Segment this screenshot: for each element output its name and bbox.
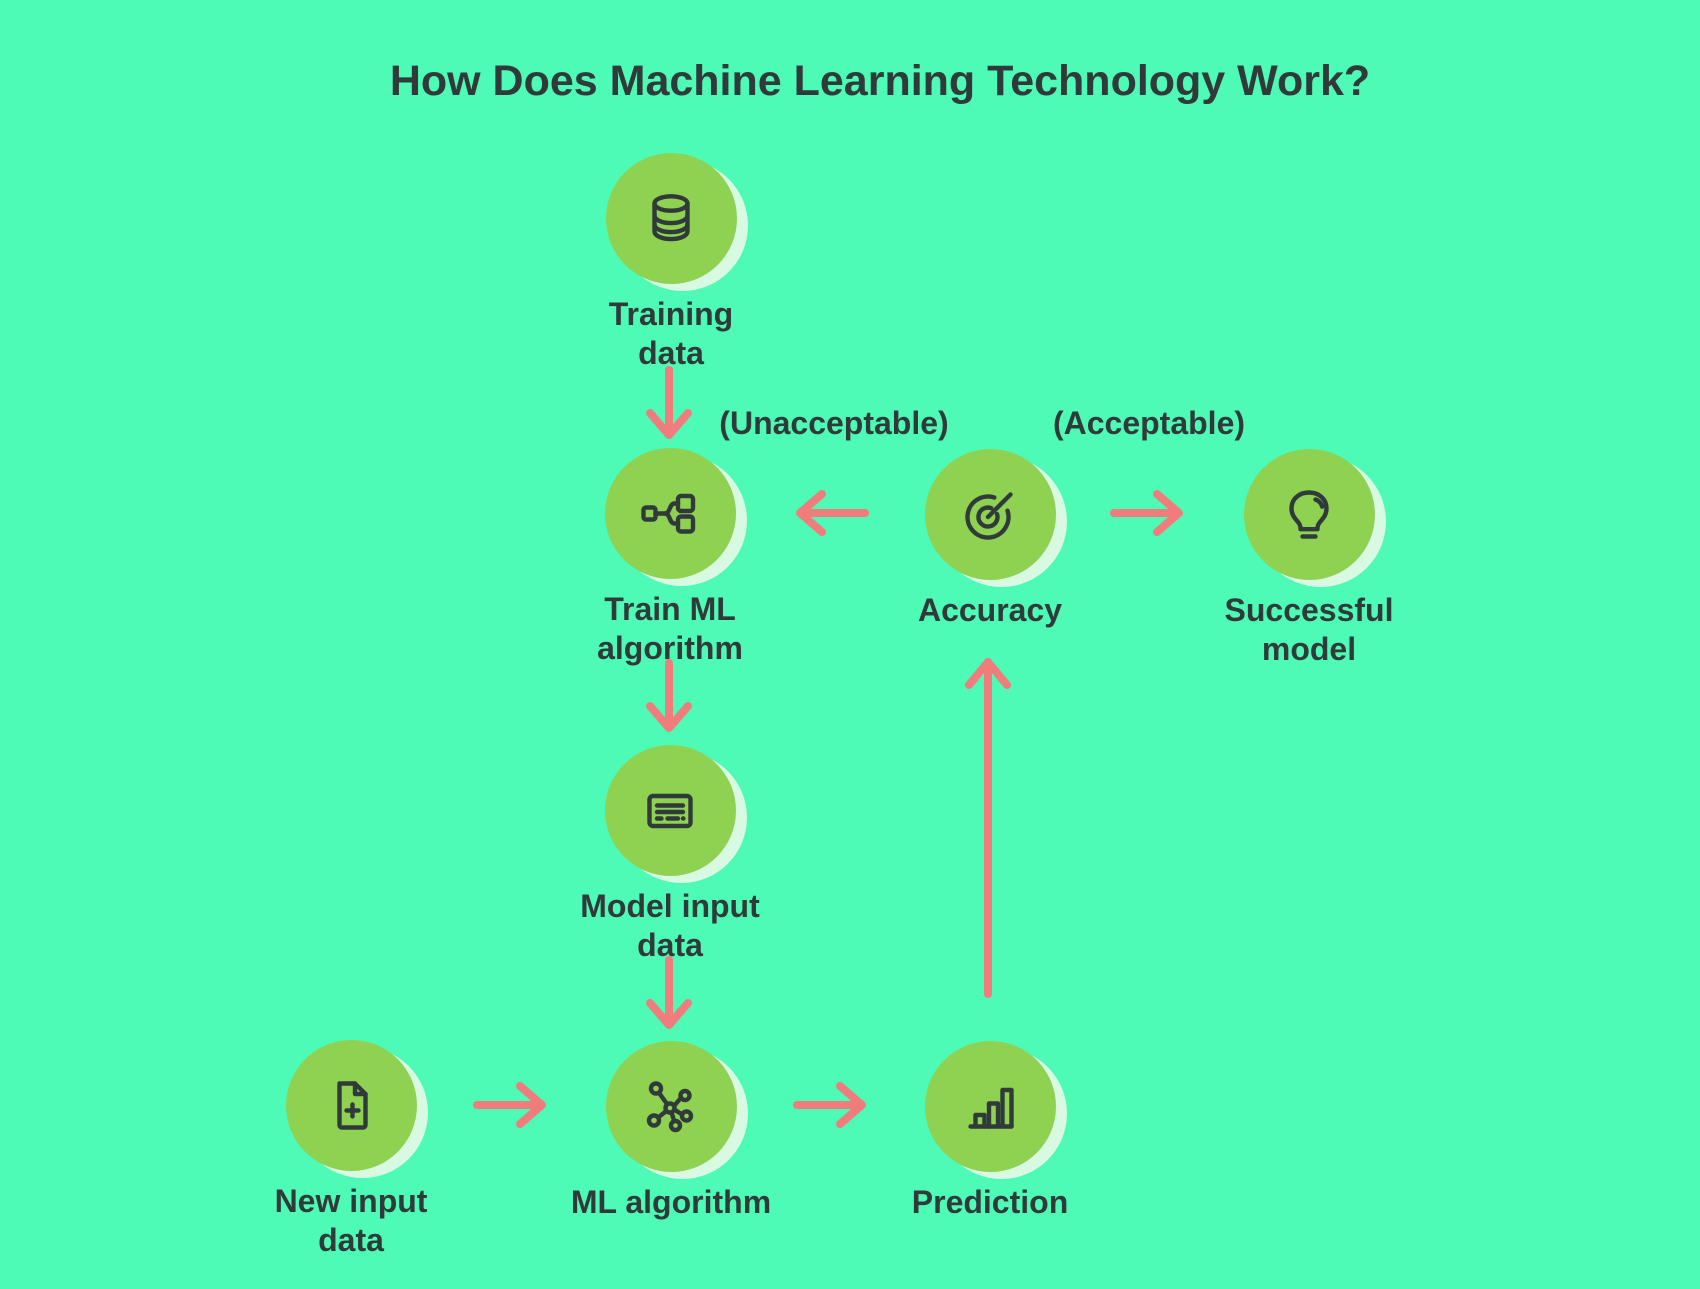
label-line: Model input xyxy=(580,888,760,924)
label-line: ML algorithm xyxy=(570,1184,772,1220)
node-circle xyxy=(285,1040,428,1178)
label-line: Accuracy xyxy=(917,592,1063,628)
arrow-ml-algorithm-to-prediction xyxy=(793,1082,866,1128)
node-new-input-data: New input data xyxy=(231,1040,471,1260)
workflow-icon xyxy=(604,448,736,579)
label-line: New input xyxy=(274,1183,428,1219)
lightbulb-icon xyxy=(1243,449,1375,580)
label-line: Train ML xyxy=(604,591,736,627)
label-line: Training xyxy=(608,296,734,332)
annotation-acceptable: (Acceptable) xyxy=(1052,405,1246,441)
node-circle xyxy=(924,1041,1067,1179)
label-line: Successful xyxy=(1224,592,1394,628)
document-plus-icon xyxy=(285,1040,417,1171)
node-label: Prediction xyxy=(870,1183,1110,1222)
arrow-prediction-to-accuracy xyxy=(965,658,1011,998)
node-model-input-data: Model input data xyxy=(550,745,790,965)
node-label: Accuracy xyxy=(870,591,1110,630)
bar-chart-icon xyxy=(924,1041,1056,1172)
text-card-icon xyxy=(604,745,736,876)
node-label: Training data xyxy=(551,295,791,373)
node-accuracy: Accuracy xyxy=(870,449,1110,630)
node-label: Train ML algorithm xyxy=(550,590,790,668)
arrow-accuracy-to-successful-model xyxy=(1110,490,1183,536)
label-line: data xyxy=(638,335,704,371)
node-label: Successful model xyxy=(1189,591,1429,669)
label-line: data xyxy=(318,1222,384,1258)
node-circle xyxy=(924,449,1067,587)
node-successful-model: Successful model xyxy=(1189,449,1429,669)
annotation-unacceptable: (Unacceptable) xyxy=(719,405,949,441)
label-line: Prediction xyxy=(911,1184,1069,1220)
node-label: Model input data xyxy=(550,887,790,965)
node-ml-algorithm: ML algorithm xyxy=(551,1041,791,1222)
node-circle xyxy=(605,153,748,291)
node-circle xyxy=(605,1041,748,1179)
node-train-ml-algorithm: Train ML algorithm xyxy=(550,448,790,668)
target-icon xyxy=(924,449,1056,580)
node-prediction: Prediction xyxy=(870,1041,1110,1222)
arrow-train-ml-to-model-input xyxy=(646,659,692,732)
node-circle xyxy=(604,745,747,883)
arrow-accuracy-to-train-ml xyxy=(796,490,869,536)
label-line: model xyxy=(1261,631,1357,667)
arrow-training-to-train-ml xyxy=(646,366,692,439)
node-circle xyxy=(604,448,747,586)
arrow-model-input-to-ml-algorithm xyxy=(646,956,692,1029)
node-label: ML algorithm xyxy=(551,1183,791,1222)
node-label: New input data xyxy=(231,1182,471,1260)
node-circle xyxy=(1243,449,1386,587)
network-icon xyxy=(605,1041,737,1172)
page-title: How Does Machine Learning Technology Wor… xyxy=(389,57,1371,105)
node-training-data: Training data xyxy=(551,153,791,373)
arrow-new-input-to-ml-algorithm xyxy=(473,1082,546,1128)
database-icon xyxy=(605,153,737,284)
